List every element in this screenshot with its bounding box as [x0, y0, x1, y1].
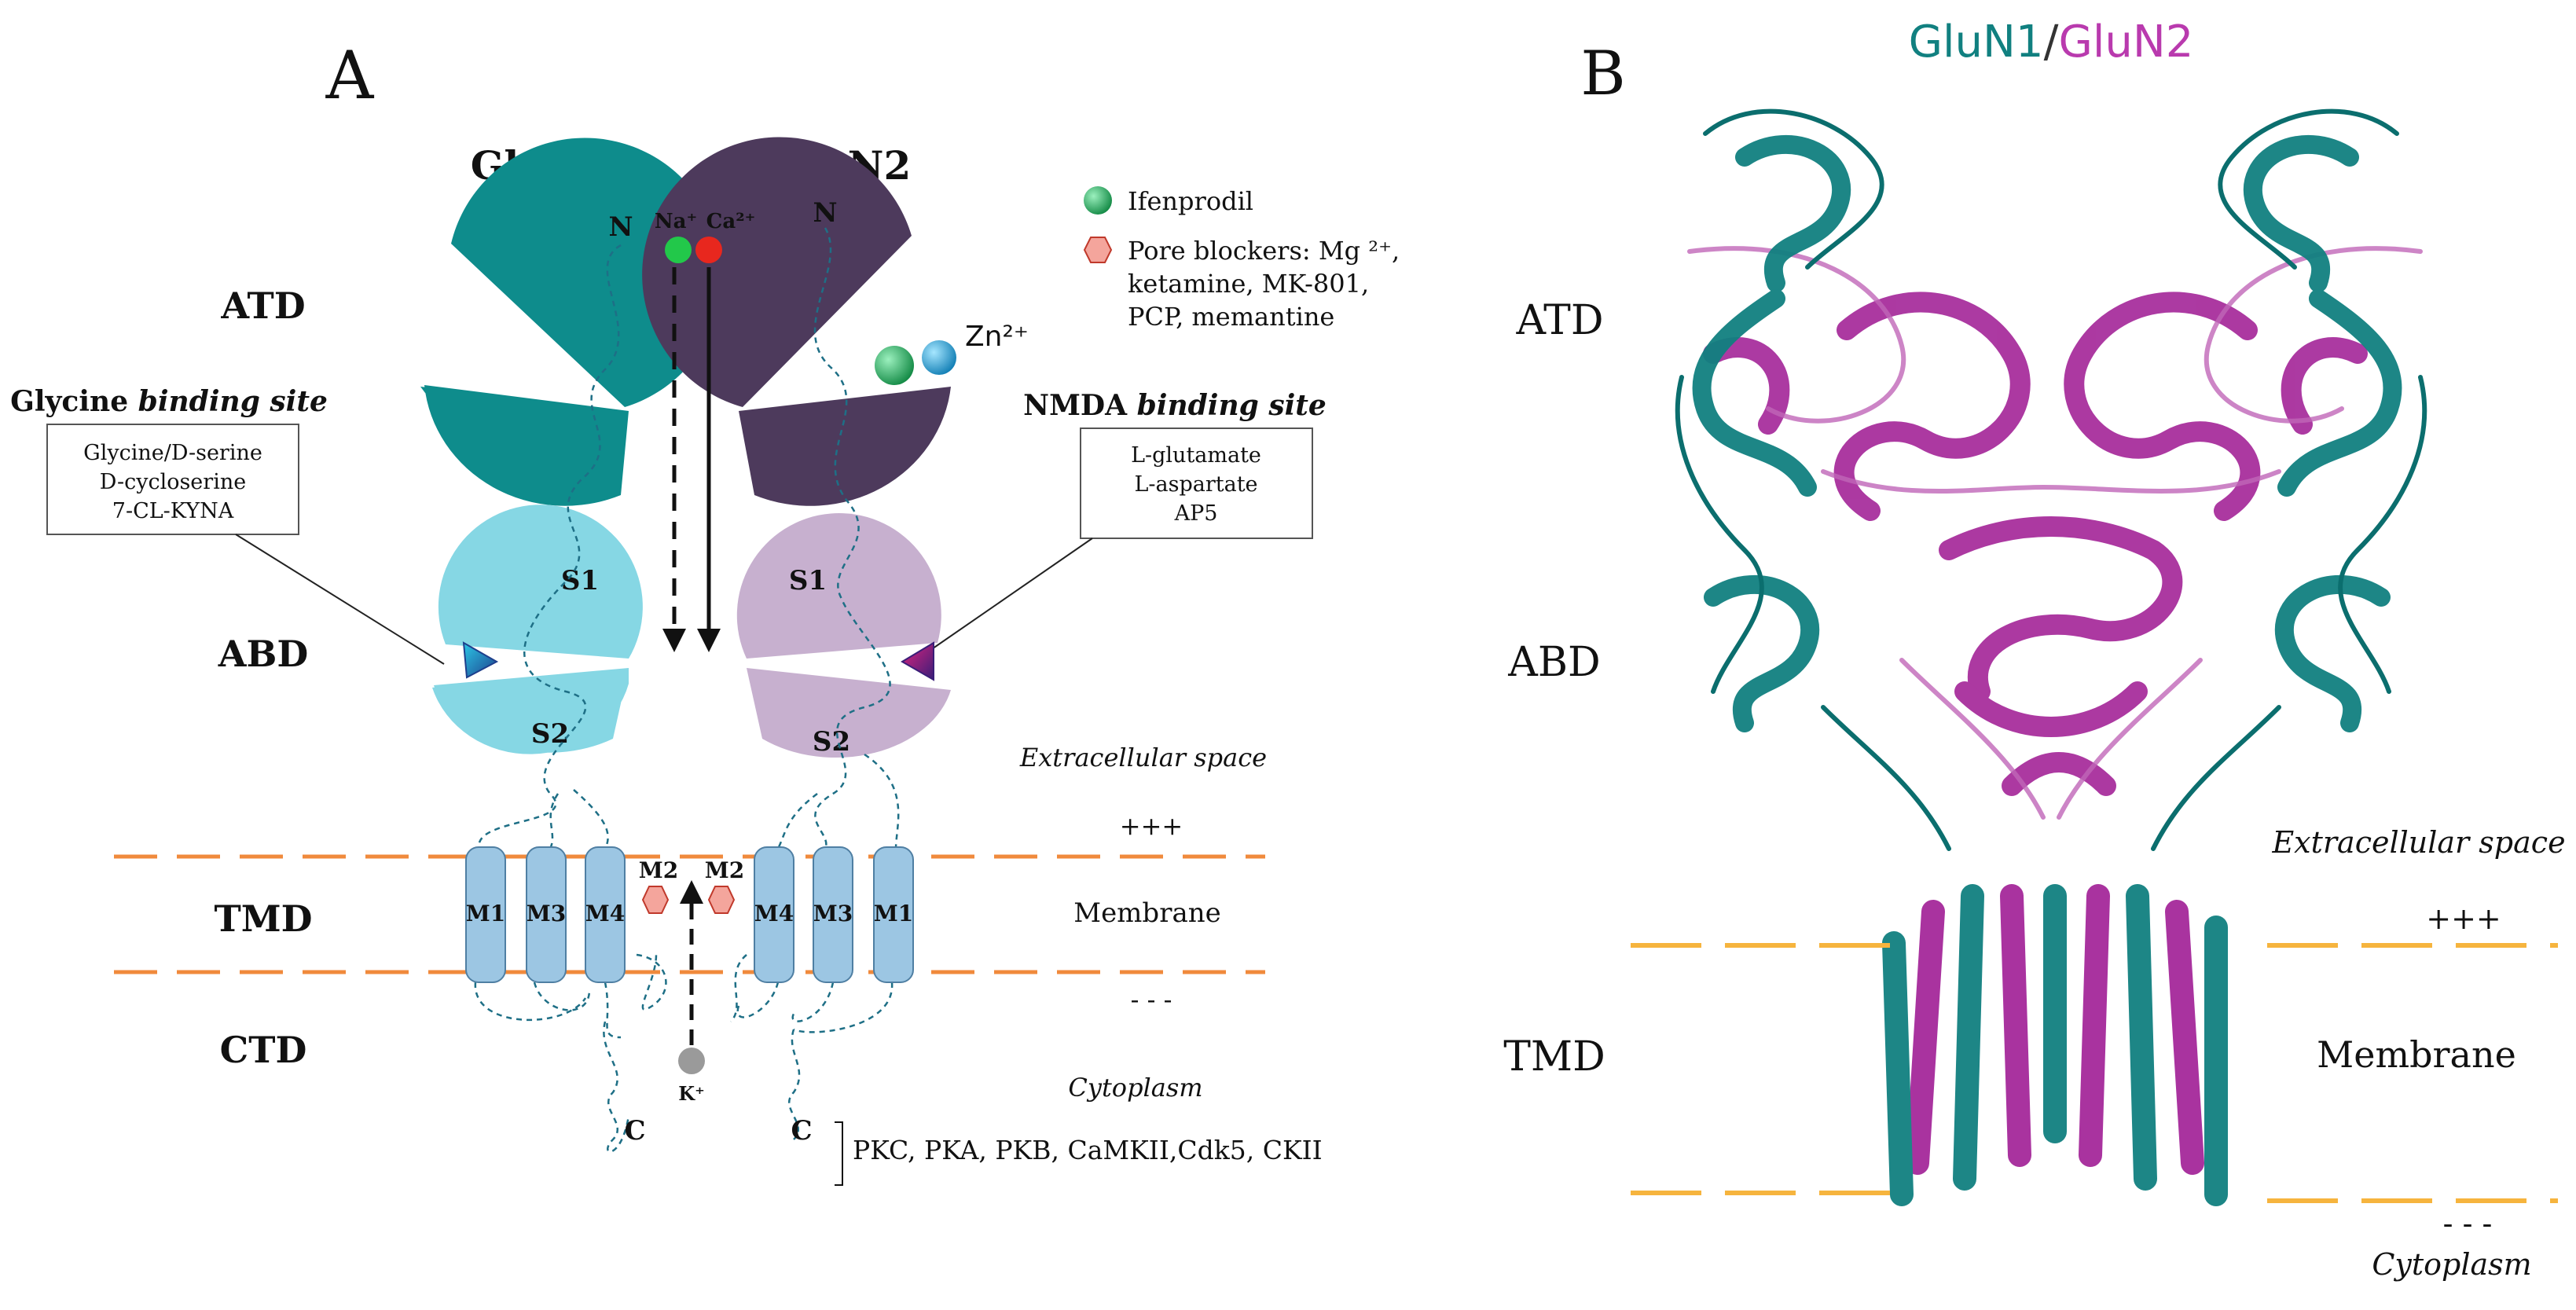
helix-m3-left — [526, 846, 567, 983]
glun1-atd-lobe — [451, 138, 723, 407]
s2-label-right: S2 — [813, 726, 850, 758]
helix-label: M2 — [705, 857, 744, 883]
cytoplasm-label-a: Cytoplasm — [1068, 1073, 1202, 1103]
helix-label: M3 — [813, 901, 853, 927]
polypeptide-chains — [474, 227, 900, 1153]
minus-label-a: - - - — [1131, 985, 1172, 1015]
c-terminus-right: C — [791, 1115, 812, 1147]
domain-ctd-a: CTD — [220, 1029, 307, 1071]
glun2-abd-upper-lobe — [736, 513, 941, 659]
membrane-label-a: Membrane — [1073, 897, 1220, 929]
plus-label-a: +++ — [1120, 811, 1183, 841]
nmda-site-title: NMDA binding site — [1023, 389, 1327, 422]
pore-blocker-right — [707, 886, 736, 914]
ifenprodil-legend-icon — [1084, 186, 1112, 215]
glun2-atd-lower-lobe — [739, 387, 951, 506]
helix-label: M3 — [527, 901, 566, 927]
cytoplasm-label-b: Cytoplasm — [2372, 1247, 2531, 1282]
ifenprodil-legend-label: Ifenprodil — [1128, 186, 1253, 216]
c-terminus-left: C — [624, 1115, 645, 1147]
glycine-site-title: Glycine binding site — [10, 385, 328, 418]
zn-label: Zn²⁺ — [965, 321, 1029, 353]
helix-m1-right — [873, 846, 914, 983]
glycine-binding-triangle — [462, 641, 499, 679]
helix-label: M4 — [585, 901, 625, 927]
extracellular-label-a: Extracellular space — [1019, 743, 1267, 772]
s1-label-left: S1 — [561, 565, 599, 596]
helix-m4-left — [585, 846, 626, 983]
pore-blocker-left — [641, 886, 670, 914]
na-ion-sphere — [665, 237, 692, 263]
k-ion-sphere — [678, 1048, 705, 1074]
panel-b-title: GluN1/GluN2 — [1909, 17, 2194, 68]
pore-blocker-legend-icon — [1083, 237, 1113, 263]
s2-label-left: S2 — [531, 718, 569, 750]
glycine-pointer-line — [235, 534, 445, 665]
ifenprodil-bound-sphere — [875, 346, 914, 385]
helix-label: M1 — [874, 901, 913, 927]
pore-blocker-legend-line: Pore blockers: Mg ²⁺, — [1128, 236, 1400, 266]
nmda-site-item: L-glutamate — [1131, 443, 1261, 468]
receptor-ribbon-structure — [1675, 108, 2427, 1206]
domain-tmd-b: TMD — [1503, 1033, 1605, 1081]
domain-atd-a: ATD — [220, 284, 305, 327]
n-terminus-right: N — [813, 197, 837, 229]
s1-label-right: S1 — [789, 565, 827, 596]
n-terminus-left: N — [608, 211, 633, 243]
kinase-bracket — [835, 1121, 843, 1186]
helix-label: M2 — [639, 857, 678, 883]
membrane-label-b: Membrane — [2317, 1033, 2516, 1076]
domain-atd-b: ATD — [1515, 297, 1603, 344]
glun1-abd-lower-lobe — [432, 668, 629, 754]
pore-blocker-legend-line: PCP, memantine — [1128, 302, 1334, 332]
pore-blocker-legend-line: ketamine, MK-801, — [1128, 269, 1369, 299]
nmda-binding-triangle — [901, 641, 934, 681]
panel-b: B GluN1/GluN2 — [1503, 17, 2565, 1282]
extracellular-label-b: Extracellular space — [2271, 825, 2565, 860]
glun2-abd-lower-lobe — [747, 668, 951, 758]
glycine-site-item: Glycine/D-serine — [83, 441, 262, 465]
glun2-atd-lobe — [642, 137, 912, 407]
helix-m4-right — [754, 846, 794, 983]
plus-label-b: +++ — [2426, 901, 2501, 936]
panel-b-label: B — [1580, 39, 1625, 109]
helix-label: M1 — [466, 901, 505, 927]
panel-a-label: A — [325, 37, 375, 114]
glun1-helices — [465, 846, 626, 983]
helix-label: M4 — [754, 901, 794, 927]
nmda-site-item: L-aspartate — [1134, 472, 1257, 497]
glun1-abd-upper-lobe — [438, 505, 643, 659]
nmda-site-box — [1080, 427, 1313, 539]
domain-abd-a: ABD — [218, 633, 308, 675]
glun1-atd-lower-lobe — [420, 385, 629, 506]
domain-tmd-a: TMD — [214, 897, 312, 940]
glycine-site-item: D-cycloserine — [100, 470, 246, 494]
k-ion-label: K⁺ — [678, 1082, 705, 1105]
panel-a: A GluN1 GluN2 ATD ABD TMD CTD Glycine bi… — [10, 37, 1400, 1186]
ca-ion-sphere — [695, 237, 722, 263]
nmda-pointer-line — [927, 538, 1093, 653]
nmda-site-item: AP5 — [1174, 501, 1218, 526]
domain-abd-b: ABD — [1507, 639, 1600, 686]
ca-ion-label: Ca²⁺ — [706, 210, 756, 233]
helix-m3-right — [813, 846, 853, 983]
kinases-label: PKC, PKA, PKB, CaMKII,Cdk5, CKII — [853, 1135, 1323, 1165]
glycine-site-box — [46, 424, 299, 535]
glycine-site-item: 7-CL-KYNA — [112, 499, 234, 523]
helix-m1-left — [465, 846, 506, 983]
na-ion-label: Na⁺ — [655, 210, 697, 233]
zn-sphere — [922, 340, 956, 375]
minus-label-b: - - - — [2443, 1206, 2493, 1241]
glun2-helices — [754, 846, 914, 983]
